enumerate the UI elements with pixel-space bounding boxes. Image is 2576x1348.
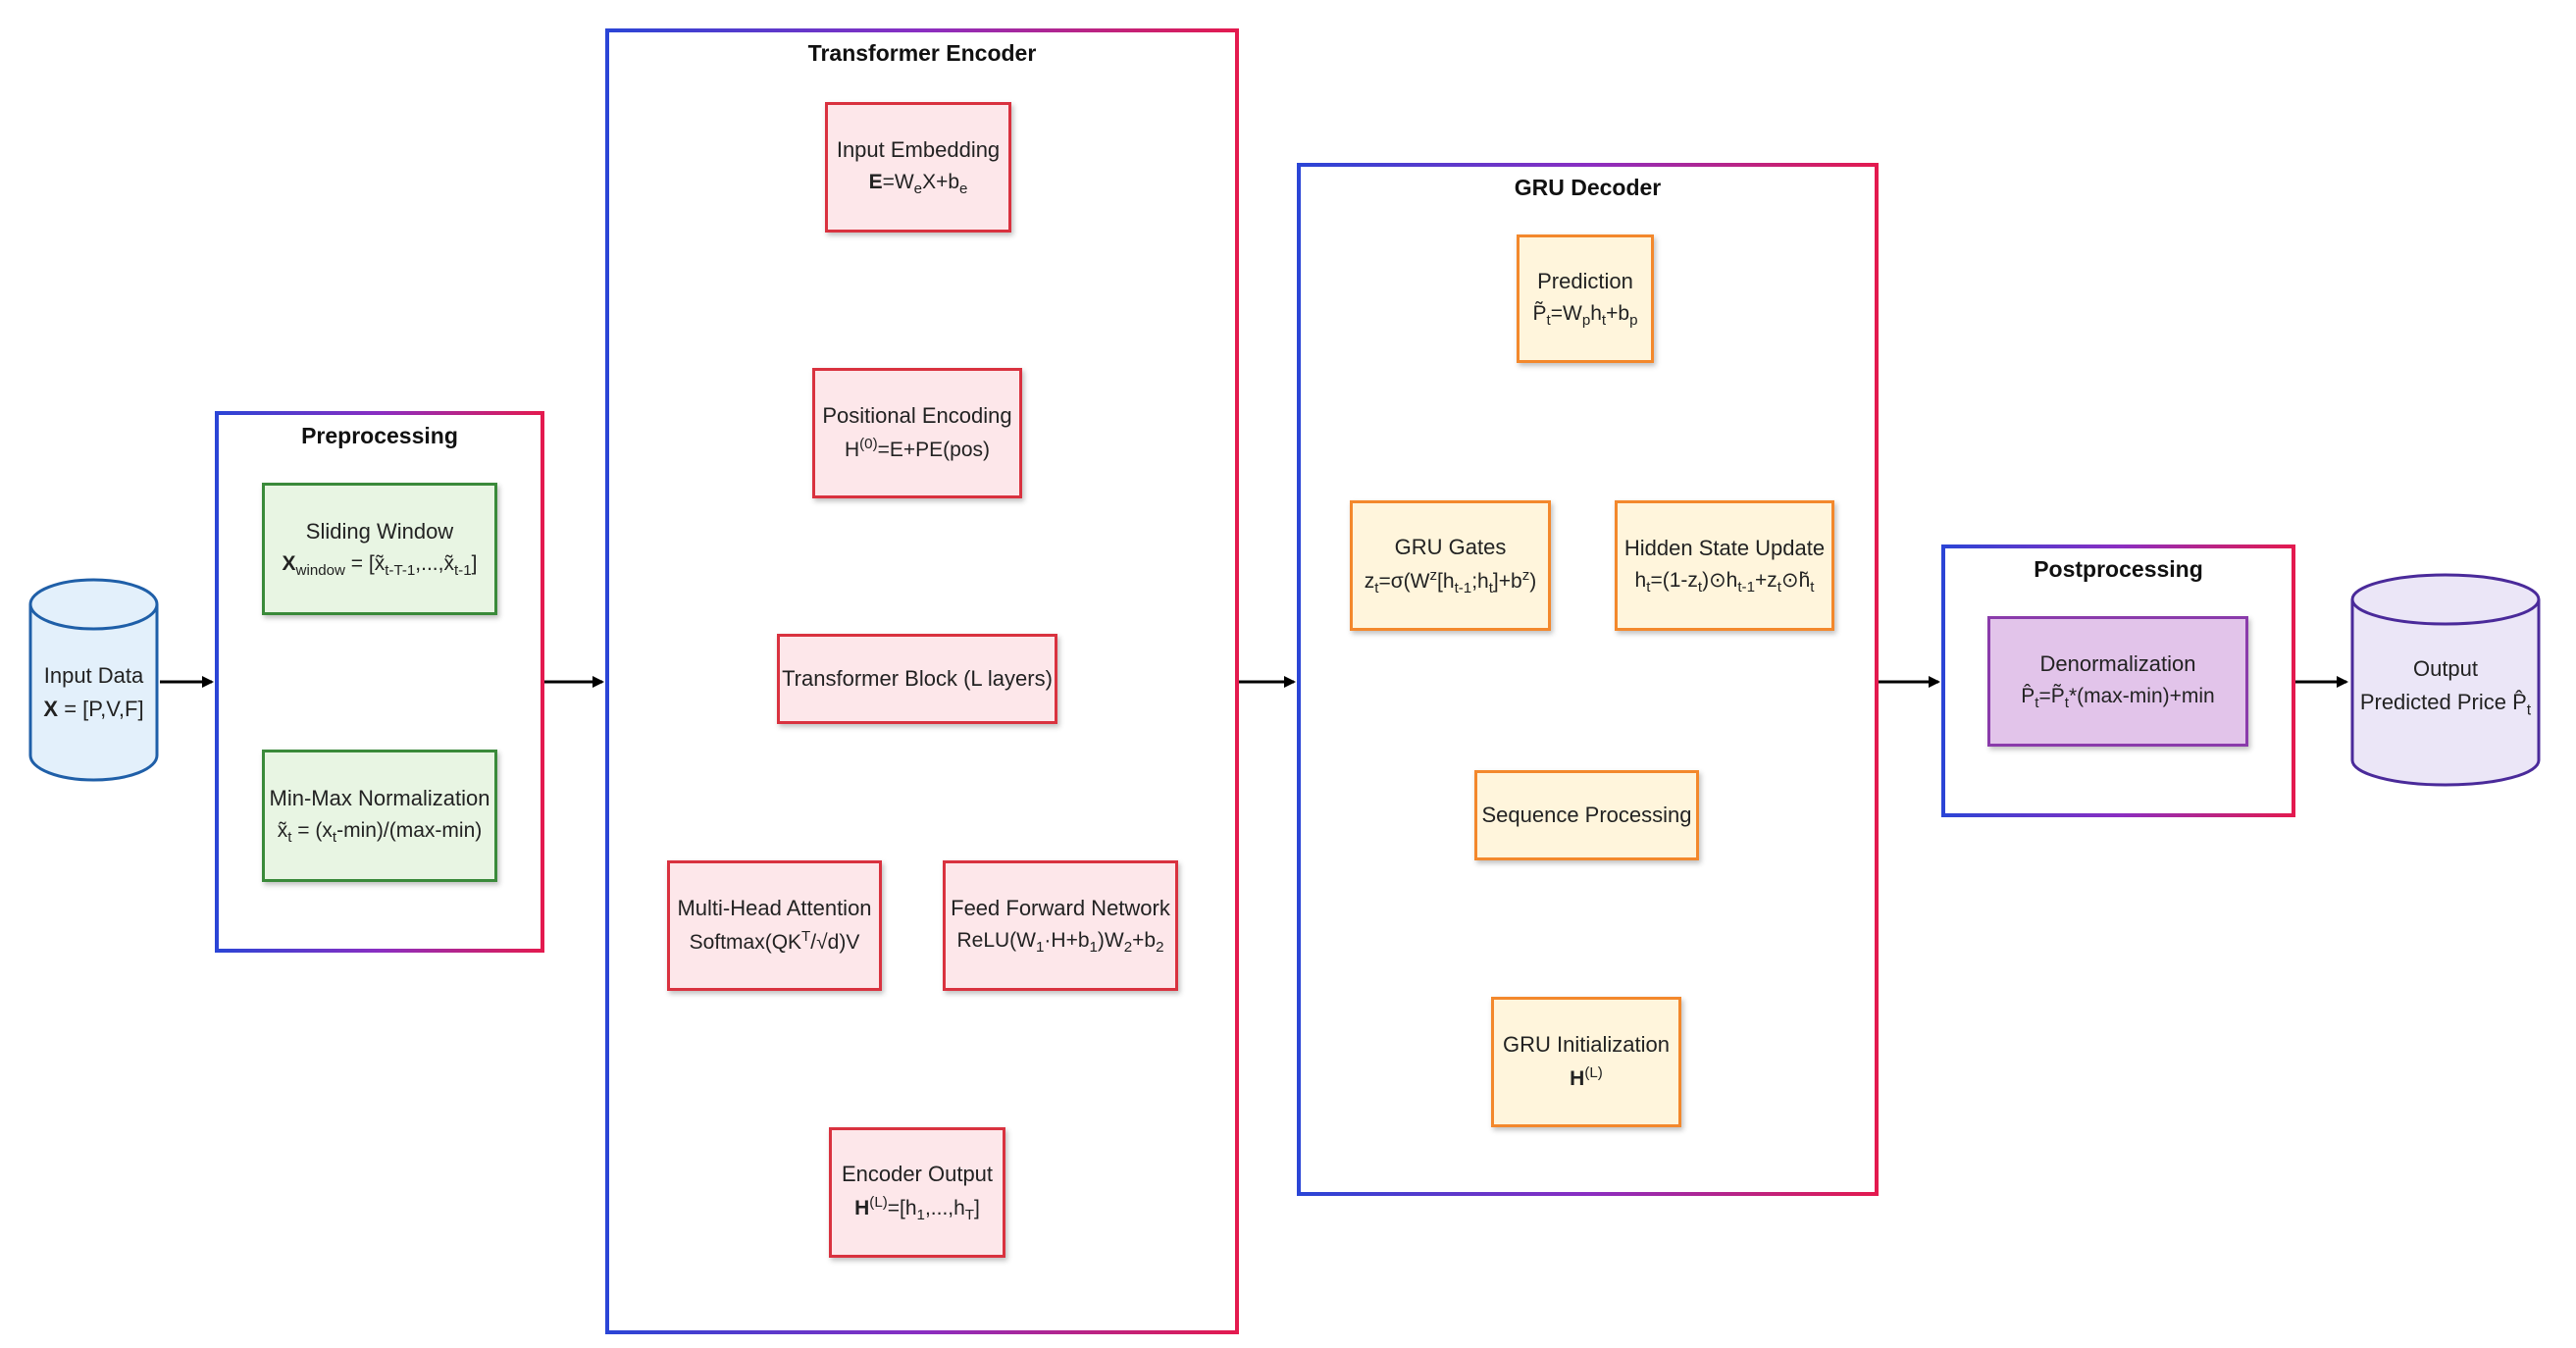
encoder-output-label: Encoder Output [841,1162,994,1187]
gru-initialization-node: GRU Initialization H(L) [1491,997,1681,1127]
sequence-processing-node: Sequence Processing [1474,770,1699,860]
sequence-processing-label: Sequence Processing [1481,802,1692,827]
output-cylinder: Output Predicted Price P̂t [2349,572,2542,788]
multi-head-attention-label: Multi-Head Attention [677,896,872,921]
encoder-output-node: Encoder Output H(L)=[h1,...,hT] [829,1127,1005,1258]
feed-forward-label: Feed Forward Network [951,896,1170,921]
input-embedding-formula: E=WeX+be [868,171,968,198]
denormalization-formula: P̂t=P̃t*(max-min)+min [2021,685,2215,712]
input-data-cylinder: Input Data X = [P,V,F] [27,577,160,783]
feed-forward-network-node: Feed Forward Network ReLU(W1·H+b1)W2+b2 [943,860,1178,991]
output-price-label: Predicted Price P̂t [2359,690,2532,719]
denormalization-label: Denormalization [2039,651,2196,677]
sliding-window-label: Sliding Window [305,519,454,544]
gru-initialization-label: GRU Initialization [1503,1032,1670,1058]
transformer-encoder-title: Transformer Encoder [807,40,1037,66]
output-label: Output [2412,656,2479,681]
gru-decoder-title: GRU Decoder [1514,175,1662,200]
hidden-state-formula: ht=(1-zt)⊙ht-1+zt⊙h̃t [1634,569,1815,596]
transformer-block-label: Transformer Block (L layers) [782,665,1053,691]
sliding-window-formula: Xwindow = [x̃t-T-1,...,x̃t-1] [282,552,478,580]
input-data-formula: X = [P,V,F] [43,697,144,722]
minmax-label: Min-Max Normalization [269,786,490,811]
gru-gates-formula: zt=σ(Wz[ht-1;ht]+bz) [1364,567,1537,597]
prediction-formula: P̃t=Wpht+bp [1532,302,1638,330]
positional-encoding-label: Positional Encoding [822,403,1012,429]
minmax-formula: x̃t = (xt-min)/(max-min) [277,819,483,847]
feed-forward-formula: ReLU(W1·H+b1)W2+b2 [956,929,1164,957]
input-embedding-node: Input Embedding E=WeX+be [825,102,1011,233]
input-embedding-label: Input Embedding [836,137,1001,163]
hidden-state-update-node: Hidden State Update ht=(1-zt)⊙ht-1+zt⊙h̃… [1615,500,1834,631]
positional-encoding-formula: H(0)=E+PE(pos) [844,436,991,462]
prediction-node: Prediction P̃t=Wpht+bp [1517,234,1654,363]
preprocessing-title: Preprocessing [301,423,458,448]
sliding-window-node: Sliding Window Xwindow = [x̃t-T-1,...,x̃… [262,483,497,615]
gru-gates-label: GRU Gates [1394,535,1507,560]
input-data-label: Input Data [43,663,144,688]
gru-initialization-formula: H(L) [1570,1064,1603,1091]
gru-gates-node: GRU Gates zt=σ(Wz[ht-1;ht]+bz) [1350,500,1551,631]
hidden-state-label: Hidden State Update [1623,536,1826,561]
multi-head-attention-node: Multi-Head Attention Softmax(QKT/√d)V [667,860,882,991]
transformer-block-node: Transformer Block (L layers) [777,634,1057,724]
minmax-normalization-node: Min-Max Normalization x̃t = (xt-min)/(ma… [262,750,497,882]
positional-encoding-node: Positional Encoding H(0)=E+PE(pos) [812,368,1022,498]
encoder-output-formula: H(L)=[h1,...,hT] [854,1194,980,1224]
multi-head-attention-formula: Softmax(QKT/√d)V [689,928,860,955]
prediction-label: Prediction [1537,269,1633,294]
postprocessing-title: Postprocessing [2034,556,2203,582]
denormalization-node: Denormalization P̂t=P̃t*(max-min)+min [1987,616,2248,747]
